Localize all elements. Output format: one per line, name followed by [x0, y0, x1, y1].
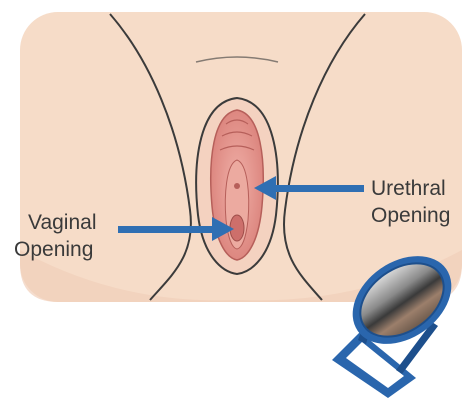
urethral-label-line2: Opening [371, 203, 450, 228]
vaginal-label-line2: Opening [14, 237, 93, 262]
vaginal-label-line1: Vaginal [28, 210, 97, 235]
urethral-opening [234, 183, 240, 189]
urethral-label-line1: Urethral [371, 176, 446, 201]
